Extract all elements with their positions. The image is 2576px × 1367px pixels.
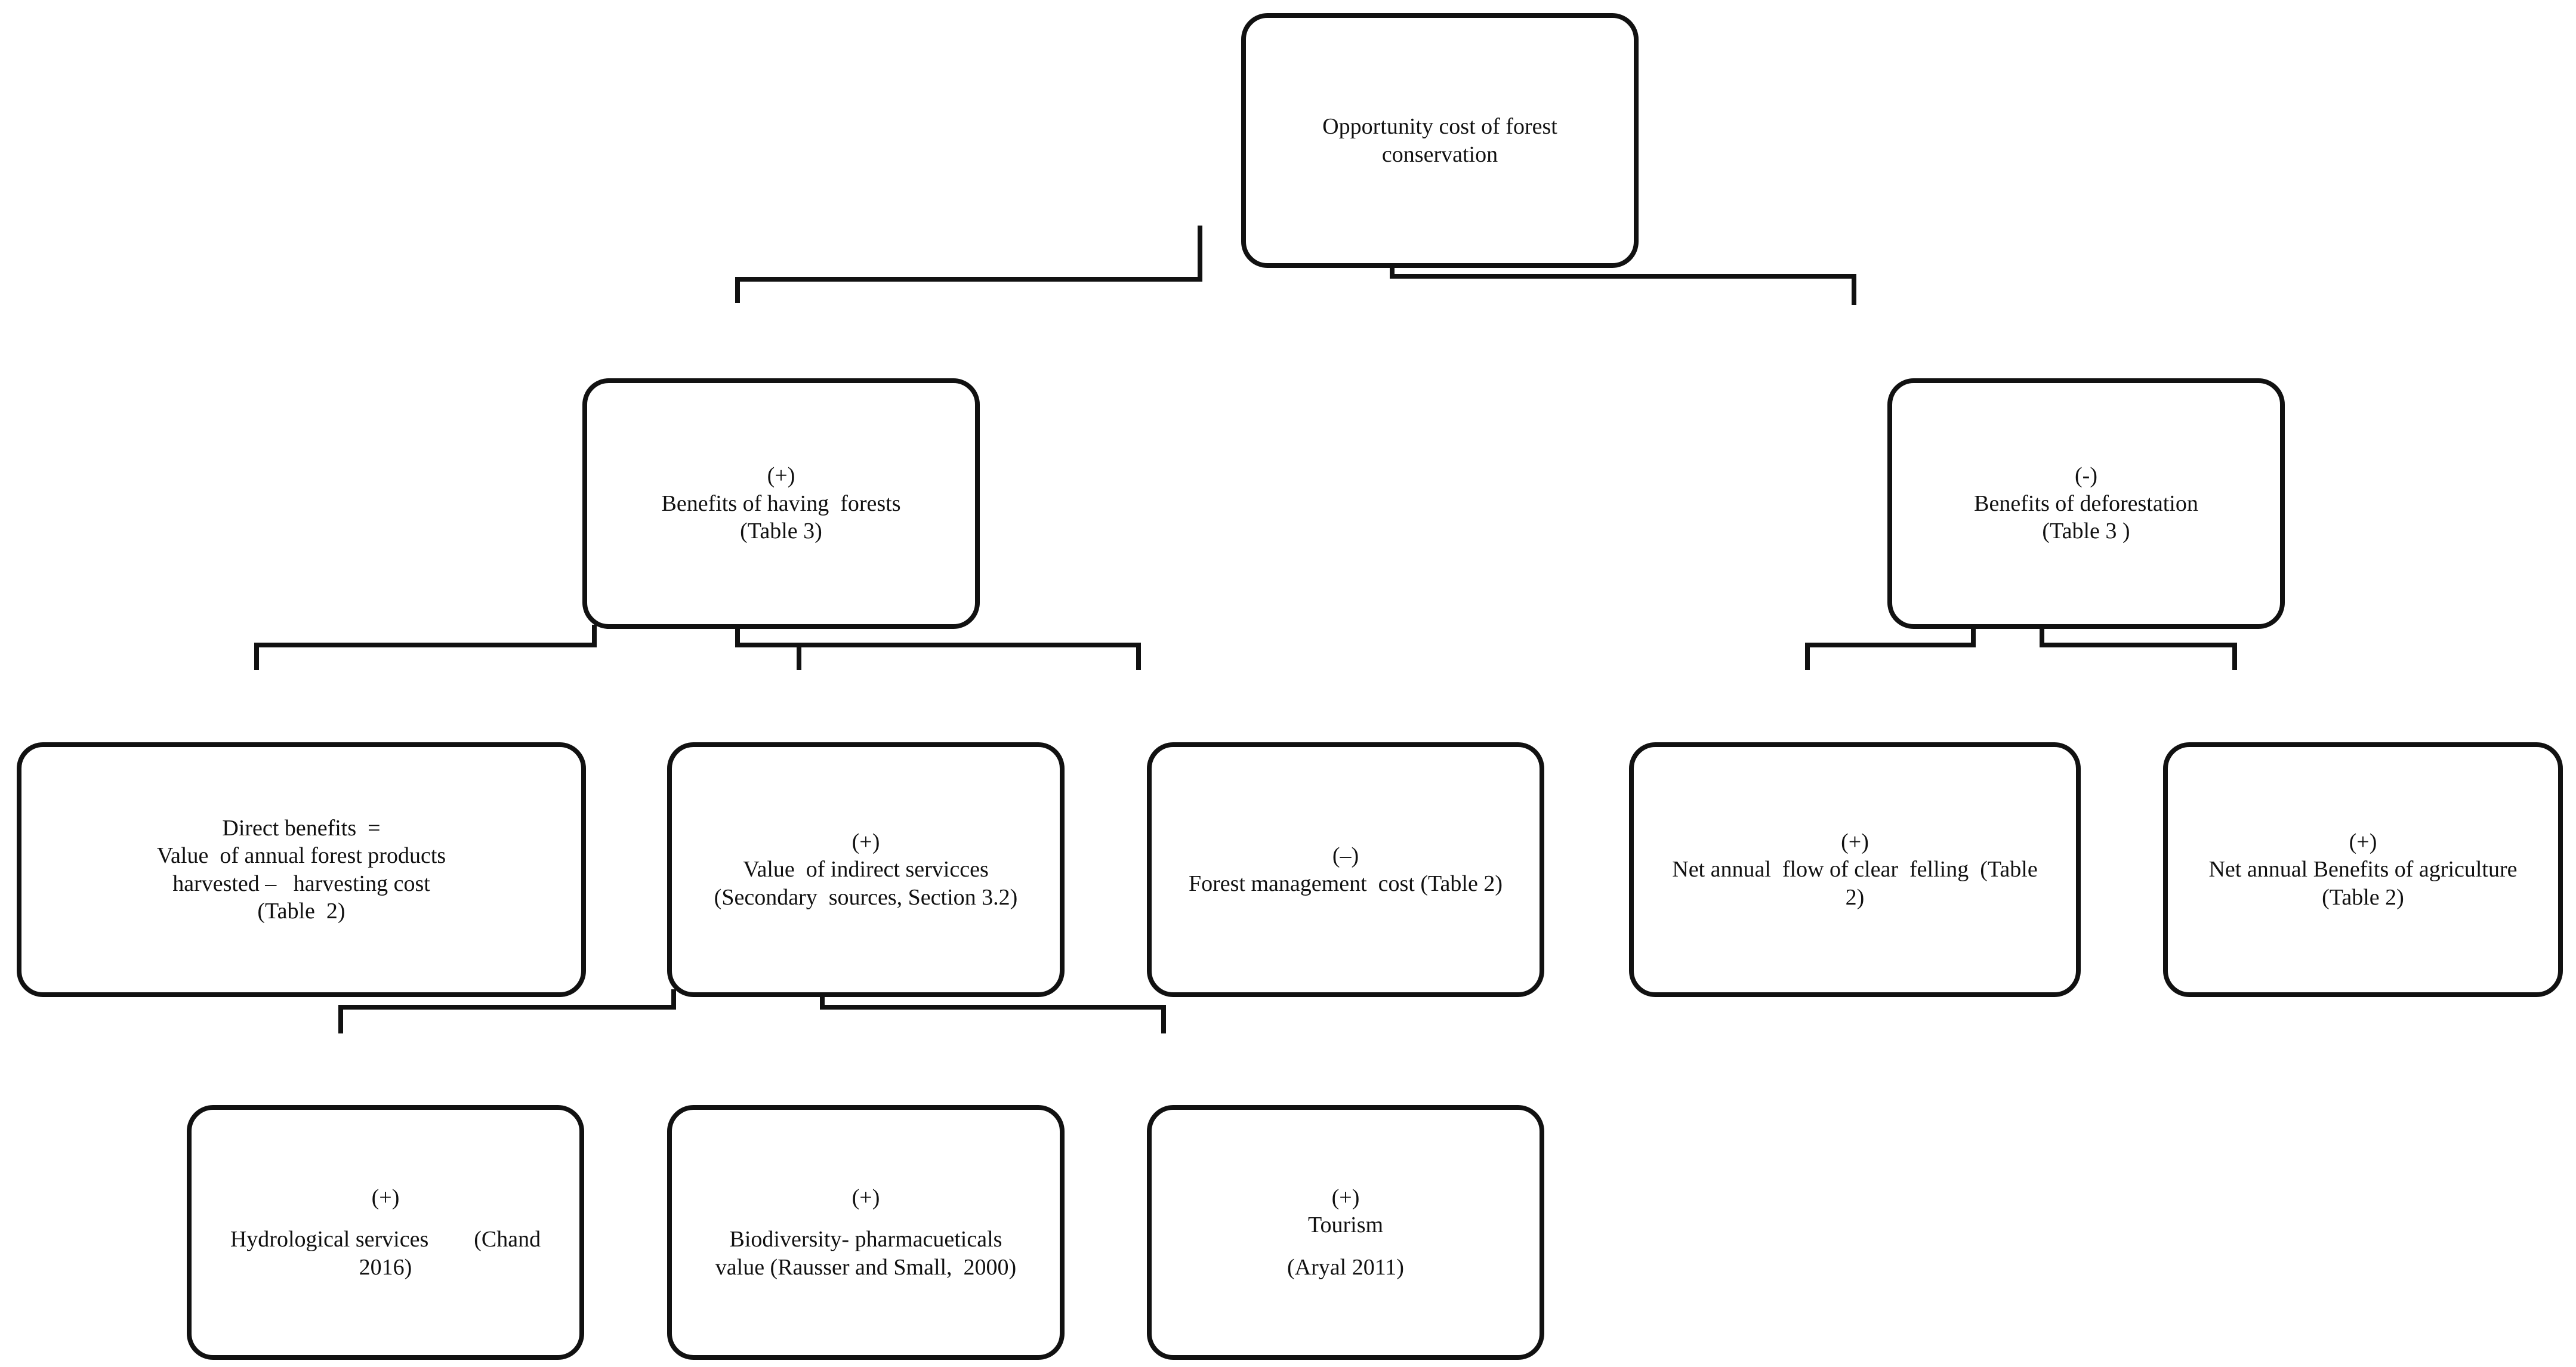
node-benefits-of-deforestation: (-) Benefits of deforestation (Table 3 ) xyxy=(1887,378,2285,629)
node-direct-benefits: Direct benefits = Value of annual forest… xyxy=(17,742,586,997)
connector-line xyxy=(1390,260,1395,279)
sign-label: (+) xyxy=(852,829,880,854)
node-text-line: 2016) xyxy=(359,1254,412,1280)
sign-label: (+) xyxy=(767,463,795,489)
table-reference: (Table 3) xyxy=(740,519,822,544)
connector-line xyxy=(592,625,597,647)
connector-line xyxy=(254,643,597,647)
connector-line xyxy=(671,989,676,1010)
node-text-line: (Secondary sources, Section 3.2) xyxy=(714,884,1018,910)
node-benefits-of-having-forests: (+) Benefits of having forests (Table 3) xyxy=(582,378,980,629)
node-title: Benefits of deforestation xyxy=(1974,490,2198,516)
connector-line xyxy=(820,1005,1166,1010)
node-net-annual-flow-of-clear-felling: (+) Net annual flow of clear felling (Ta… xyxy=(1629,742,2081,997)
node-text-line: Biodiversity- pharmacueticals xyxy=(729,1227,1002,1252)
sign-label: (+) xyxy=(371,1184,400,1210)
connector-line xyxy=(735,277,1202,282)
node-text-line: Net annual flow of clear felling (Table xyxy=(1672,857,2038,882)
node-value-of-indirect-services: (+) Value of indirect servicces (Seconda… xyxy=(667,742,1065,997)
node-text-line: Tourism xyxy=(1307,1212,1384,1238)
node-text-line: 2) xyxy=(1845,884,1865,910)
node-text-line: (Table 2) xyxy=(2322,884,2404,910)
connector-line xyxy=(2040,628,2044,647)
node-forest-management-cost: (–) Forest management cost (Table 2) xyxy=(1147,742,1544,997)
node-text-line: Direct benefits = xyxy=(222,815,381,841)
connector-line xyxy=(1971,627,1976,647)
connector-line xyxy=(2232,643,2237,670)
connector-line xyxy=(1852,274,1856,305)
connector-line xyxy=(1805,643,1810,670)
node-text-line: (Table 2) xyxy=(257,898,345,924)
connector-line xyxy=(1390,274,1856,279)
sign-label: (+) xyxy=(1331,1184,1360,1210)
connector-line xyxy=(1198,226,1202,282)
node-tourism: (+) Tourism (Aryal 2011) xyxy=(1147,1105,1544,1360)
connector-line xyxy=(1161,1005,1166,1033)
node-text-line: value (Rausser and Small, 2000) xyxy=(715,1254,1017,1280)
node-text-line: harvested – harvesting cost xyxy=(172,871,430,896)
root-node-opportunity-cost: Opportunity cost of forest conservation xyxy=(1241,13,1639,268)
node-text-line: Hydrological services (Chand xyxy=(230,1227,541,1252)
node-text-line: (Aryal 2011) xyxy=(1287,1254,1404,1280)
node-text-line: Value of annual forest products xyxy=(156,843,446,869)
node-text-line: Net annual Benefits of agriculture xyxy=(2208,857,2518,882)
connector-line xyxy=(1805,643,1976,647)
table-reference: (Table 3 ) xyxy=(2042,519,2130,544)
connector-line xyxy=(254,643,259,670)
node-title: Benefits of having forests xyxy=(661,490,901,516)
connector-line xyxy=(735,643,1141,647)
sign-label: (–) xyxy=(1332,843,1359,869)
connector-line xyxy=(820,989,825,1010)
sign-label: (+) xyxy=(1841,829,1869,854)
connector-line xyxy=(735,277,740,303)
connector-line xyxy=(2040,643,2237,647)
node-hydrological-services: (+) Hydrological services (Chand 2016) xyxy=(187,1105,584,1360)
root-title-line: Opportunity cost of forest xyxy=(1322,114,1557,140)
connector-line xyxy=(735,628,740,647)
connector-line xyxy=(338,1005,343,1033)
node-net-annual-benefits-of-agriculture: (+) Net annual Benefits of agriculture (… xyxy=(2163,742,2563,997)
node-biodiversity-pharmaceuticals: (+) Biodiversity- pharmacueticals value … xyxy=(667,1105,1065,1360)
node-text-line: Forest management cost (Table 2) xyxy=(1188,871,1503,896)
root-title-line: conservation xyxy=(1381,141,1498,167)
sign-label: (+) xyxy=(852,1184,880,1210)
connector-line xyxy=(797,643,801,670)
sign-label: (-) xyxy=(2075,463,2097,489)
connector-line xyxy=(338,1005,676,1010)
connector-line xyxy=(1136,643,1141,670)
sign-label: (+) xyxy=(2349,829,2377,854)
node-text-line: Value of indirect servicces xyxy=(743,857,989,882)
